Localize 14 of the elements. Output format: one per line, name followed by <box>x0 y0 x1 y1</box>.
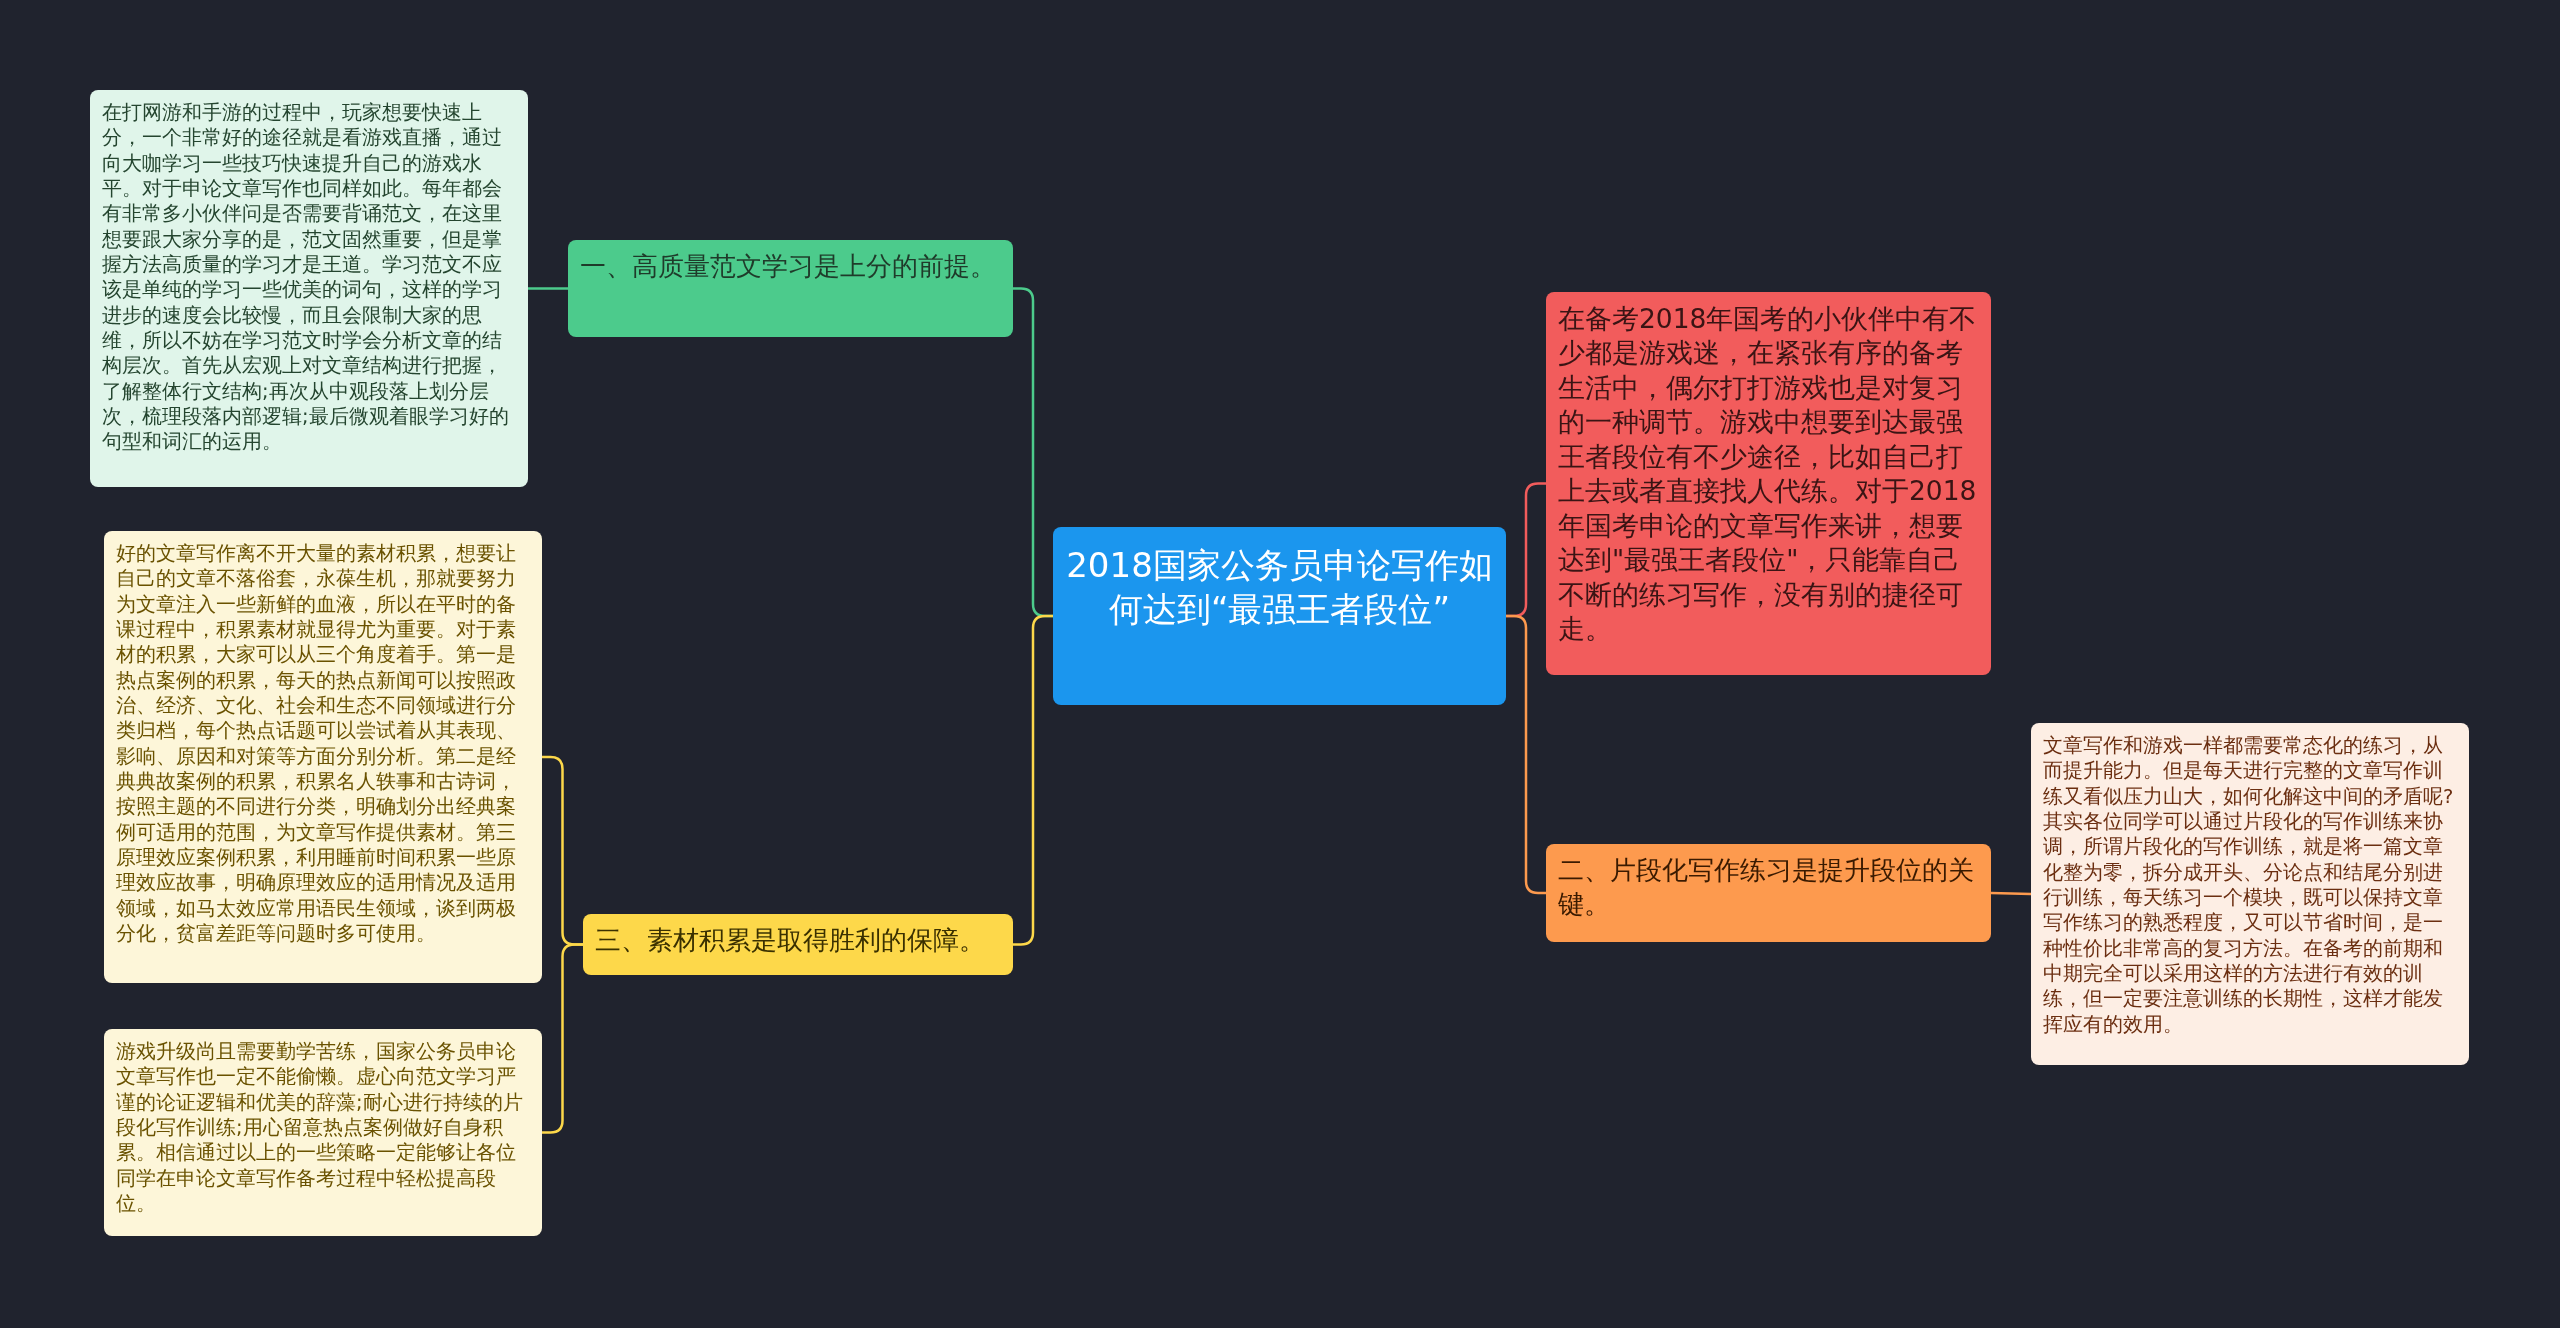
connector-line <box>1506 614 1546 895</box>
note-box: 文章写作和游戏一样都需要常态化的练习，从而提升能力。但是每天进行完整的文章写作训练又看似压力山大，如何化解这中间的矛盾呢?其实各位同学可以通过片段化的写作训练来协调，所谓片段化的写作训练，就是将一篇文章化整为零，拆分成开头、分论点和结尾分别进行训练，每天练习一个模块，既可以保持文章写作练习的熟悉程度，又可以节省时间，是一种性价比非常高的复习方法。在备考的前期和中期完全可以采用这样的方法进行有效的训练，但一定要注意训练的长期性，这样才能发挥应有的效用。 <box>2031 723 2469 1065</box>
note-box: 在打网游和手游的过程中，玩家想要快速上分，一个非常好的途径就是看游戏直播，通过向大咖学习一些技巧快速提升自己的游戏水平。对于申论文章写作也同样如此。每年都会有非常多小伙伴问是否需要背诵范文，在这里想要跟大家分享的是，范文固然重要，但是掌握方法高质量的学习才是王道。学习范文不应该是单纯的学习一些优美的词句，这样的学习进步的速度会比较慢，而且会限制大家的思维，所以不妨在学习范文时学会分析文章的结构层次。首先从宏观上对文章结构进行把握，了解整体行文结构;再次从中观段落上划分层次，梳理段落内部逻辑;最后微观着眼学习好的句型和词汇的运用。 <box>90 90 528 487</box>
branch-box: 在备考2018年国考的小伙伴中有不少都是游戏迷，在紧张有序的备考生活中，偶尔打打游戏也是对复习的一种调节。游戏中想要到达最强王者段位有不少途径，比如自己打上去或者直接找人代练。对于2018年国考申论的文章写作来讲，想要达到"最强王者段位"，只能靠自己不断的练习写作，没有别的捷径可走。 <box>1546 292 1991 675</box>
connector-line <box>1990 891 2032 896</box>
note-box: 好的文章写作离不开大量的素材积累，想要让自己的文章不落俗套，永葆生机，那就要努力为文章注入一些新鲜的血液，所以在平时的备课过程中，积累素材就显得尤为重要。对于素材的积累，大家可以从三个角度着手。第一是热点案例的积累，每天的热点新闻可以按照政治、经济、文化、社会和生态不同领域进行分类归档，每个热点话题可以尝试着从其表现、影响、原因和对策等方面分别分析。第二是经典典故案例的积累，积累名人轶事和古诗词，按照主题的不同进行分类，明确划分出经典案例可适用的范围，为文章写作提供素材。第三原理效应案例积累，利用睡前时间积累一些原理效应故事，明确原理效应的适用情况及适用领域，如马太效应常用语民生领域，谈到两极分化，贫富差距等问题时多可使用。 <box>104 531 542 983</box>
connector-line <box>1013 614 1053 946</box>
branch-box: 三、素材积累是取得胜利的保障。 <box>583 914 1013 975</box>
branch-box: 二、片段化写作练习是提升段位的关键。 <box>1546 844 1991 942</box>
connector-line <box>528 287 568 290</box>
connector-line <box>542 943 583 1134</box>
note-box: 游戏升级尚且需要勤学苦练，国家公务员申论文章写作也一定不能偷懒。虚心向范文学习严谨的论证逻辑和优美的辞藻;耐心进行持续的片段化写作训练;用心留意热点案例做好自身积累。相信通过以上的一些策略一定能够让各位同学在申论文章写作备考过程中轻松提高段位。 <box>104 1029 542 1236</box>
topic-box: 2018国家公务员申论写作如何达到“最强王者段位” <box>1053 527 1506 705</box>
branch-box: 一、高质量范文学习是上分的前提。 <box>568 240 1013 337</box>
